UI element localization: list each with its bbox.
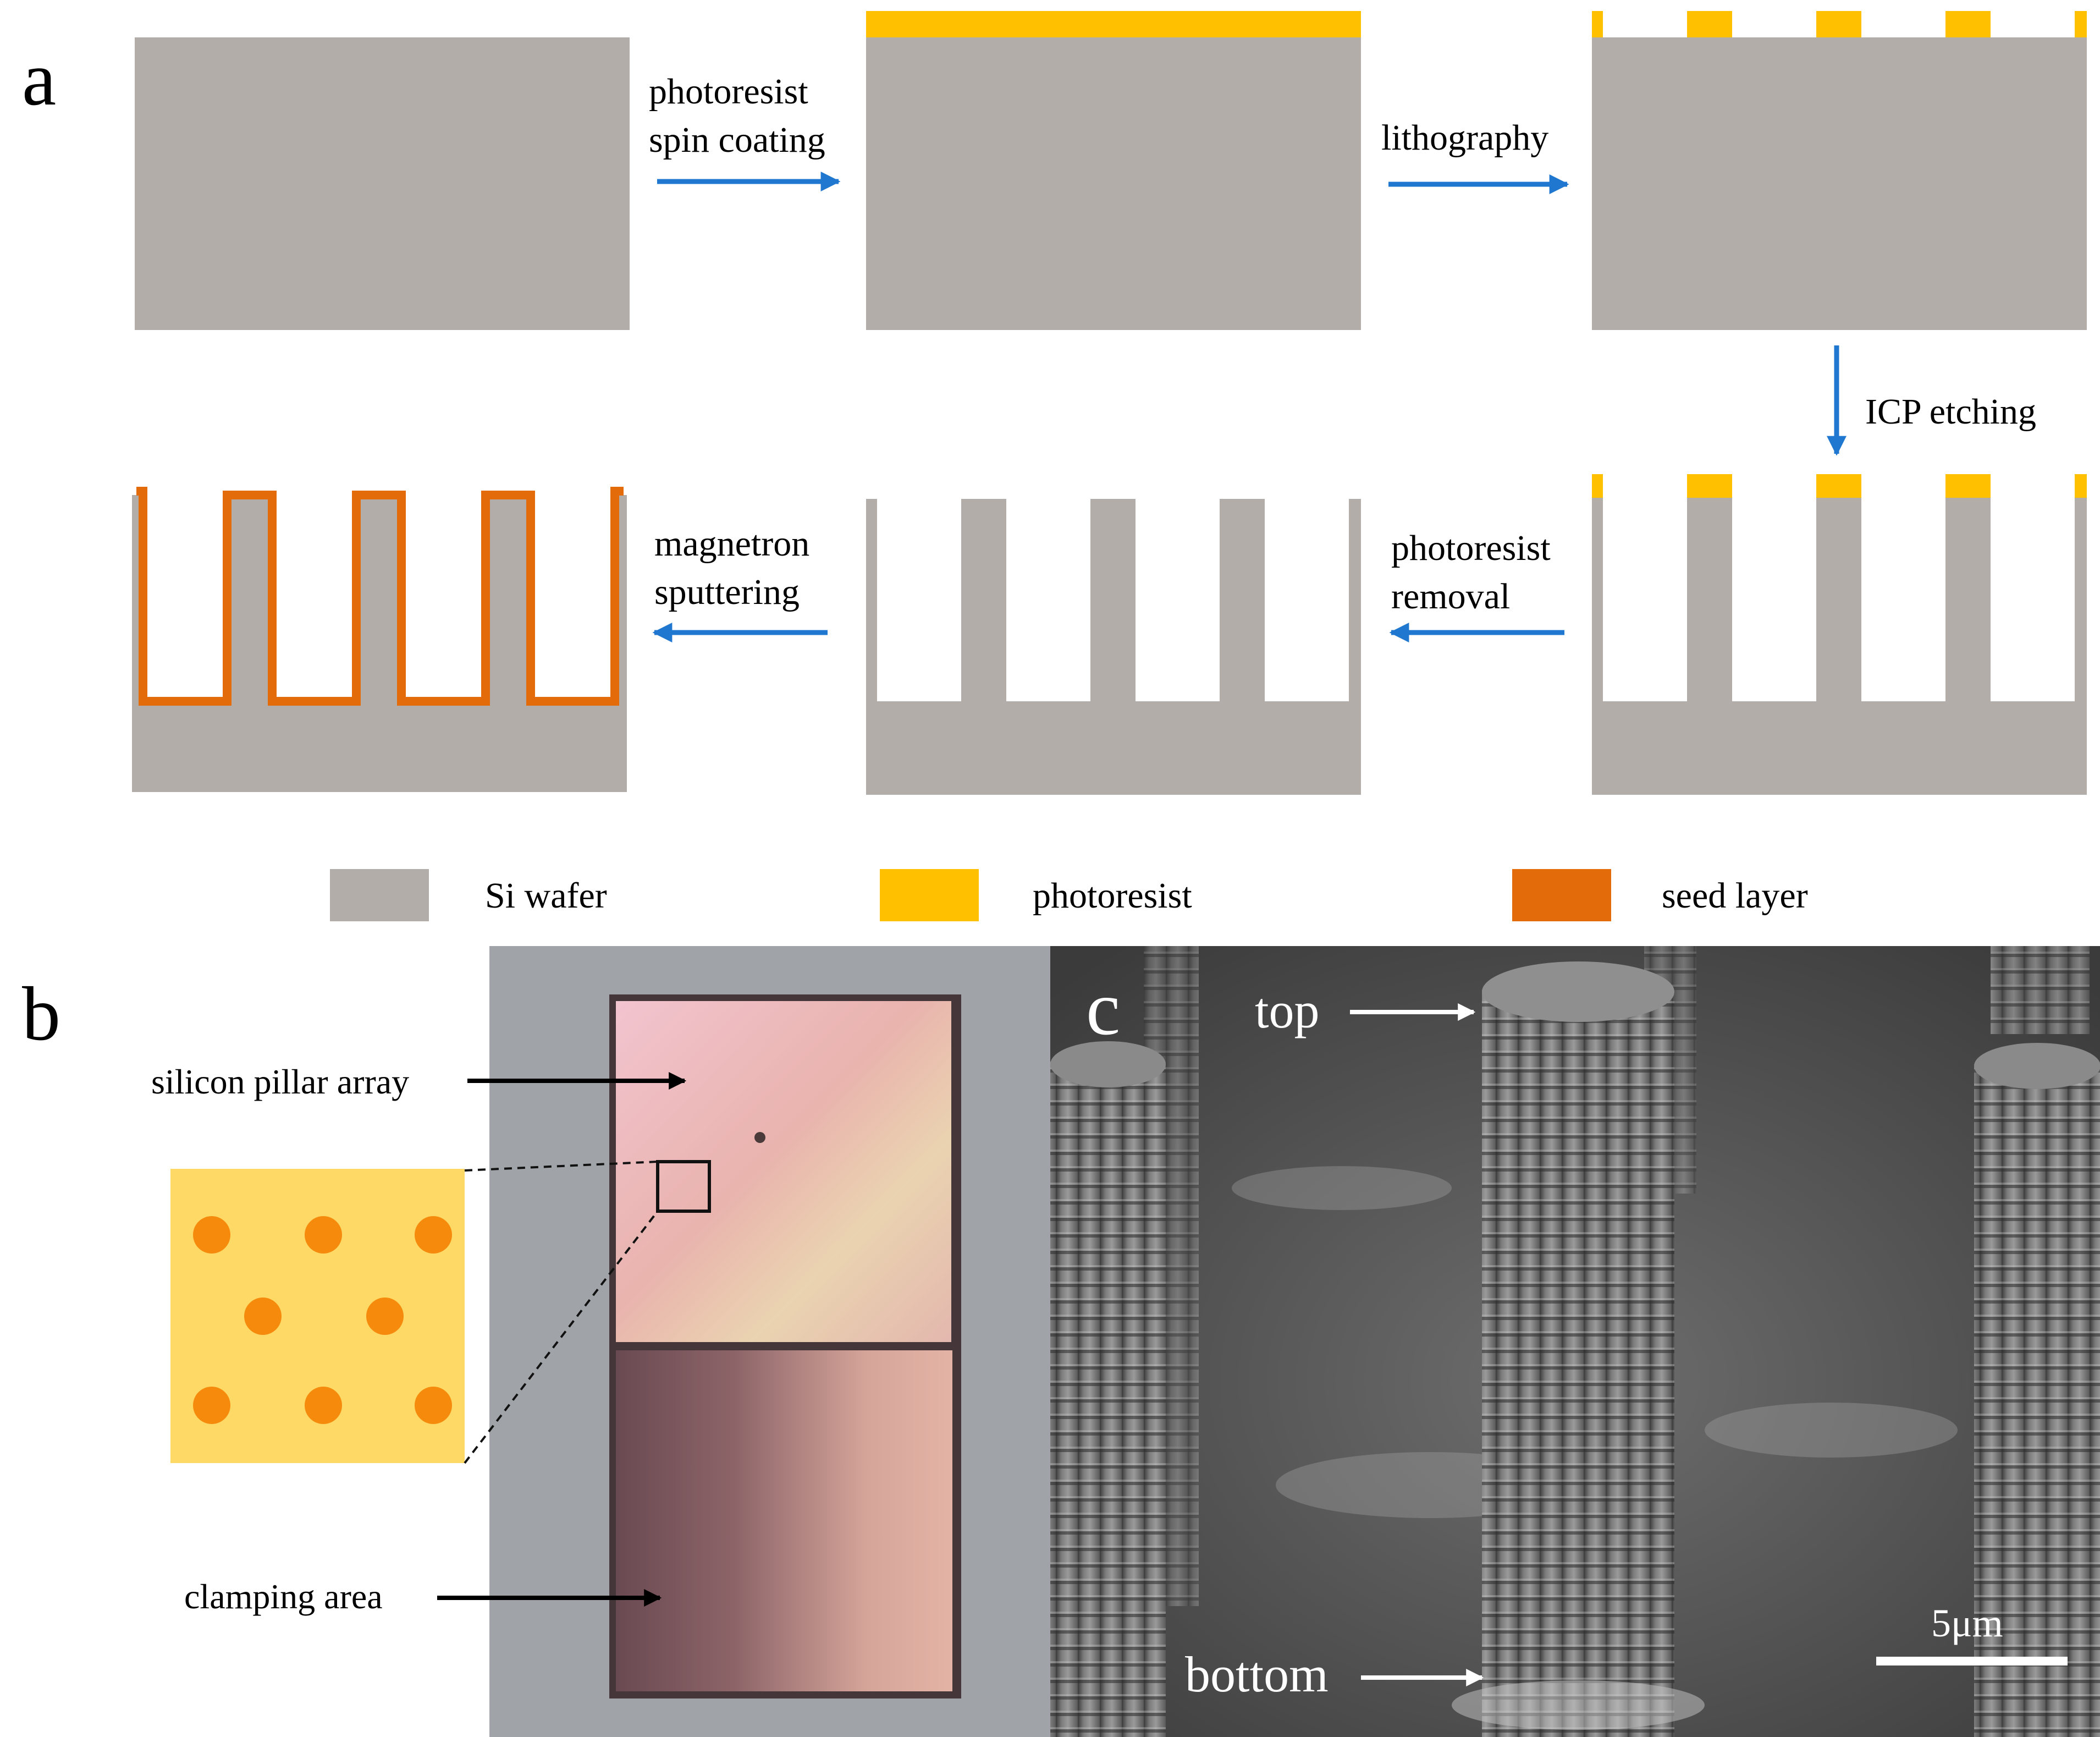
seed-layer [136,487,624,706]
legend-label-si: Si wafer [485,876,607,916]
sample-photo [489,946,1050,1737]
legend-swatch-photoresist [880,869,979,921]
clamping-region [616,1350,952,1691]
panel-label-c: c [1086,966,1120,1051]
scale-bar-label: 5μm [1931,1601,2003,1645]
legend-label-seed: seed layer [1662,876,1808,916]
sem-pillar-center [1482,990,1674,1737]
pillar-dots [193,1216,452,1424]
label-silicon-pillar-array: silicon pillar array [151,1062,409,1101]
legend-swatch-seed [1512,869,1611,921]
step-removal-line2: removal [1391,576,1510,617]
step-removal-line1: photoresist [1391,528,1551,568]
label-clamping-area: clamping area [184,1577,383,1616]
label-top: top [1255,982,1320,1038]
photoresist-layer [866,11,1361,37]
step-icp-etching: ICP etching [1865,392,2036,432]
sem-image [1050,946,2100,1737]
step-lithography: lithography [1381,118,1548,158]
legend: Si wafer photoresist seed layer [330,869,1808,921]
sem-pillar-top [1482,961,1674,1022]
si-wafer-3 [1592,37,2087,330]
panel-label-b: b [22,971,60,1057]
zoom-guide-bottom [464,1210,659,1464]
label-bottom: bottom [1185,1646,1329,1702]
legend-swatch-si [330,869,429,921]
si-pillars [866,499,1361,795]
resist-caps [1592,474,2087,498]
zoom-guide-top [464,1161,658,1172]
si-etched-with-resist [1592,498,2087,795]
si-wafer-1 [135,37,630,330]
step-spin-line2: spin coating [649,120,825,160]
step-sputter-line1: magnetron [654,524,809,564]
step-spin-line1: photoresist [649,72,808,112]
sem-pillar-left [1050,1062,1166,1737]
step-sputter-line2: sputtering [654,572,800,612]
sem-pillar-right [1974,1064,2100,1737]
pillar-array-region [616,1001,951,1342]
zoom-box [656,1160,711,1213]
defect-spot [754,1132,765,1143]
scale-bar [1876,1657,2068,1665]
patterned-photoresist [1592,11,2087,37]
legend-label-photoresist: photoresist [1033,876,1192,916]
panel-label-a: a [22,36,56,122]
si-pillars-seeded [132,495,627,792]
si-wafer-2 [866,37,1361,330]
